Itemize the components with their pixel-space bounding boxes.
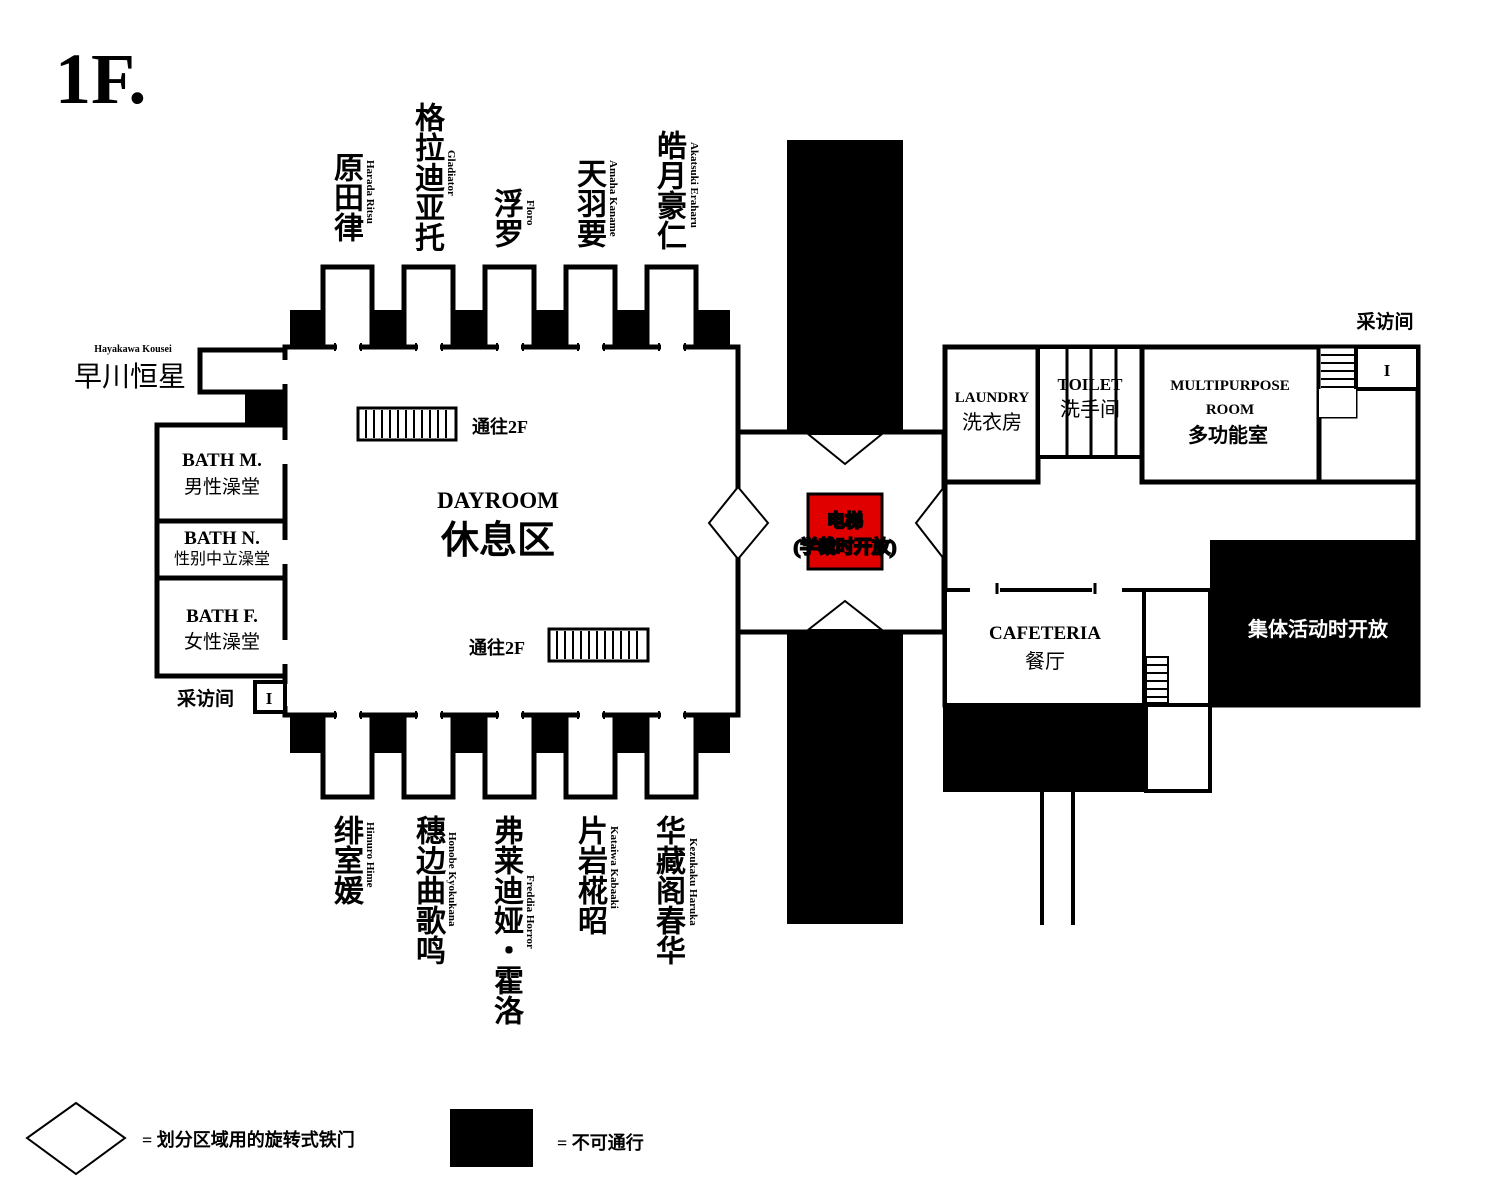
- bath-m-cn: 男性澡堂: [184, 476, 260, 498]
- bath-m-room: [154, 422, 288, 524]
- interview-right-mark: I: [1384, 361, 1391, 380]
- bath-m-en: BATH M.: [182, 450, 262, 471]
- stairs-bottom: [547, 627, 650, 663]
- room-hayakawa: [197, 347, 288, 395]
- room-bottom-2-name: 穗边曲歌鸣: [411, 815, 444, 965]
- gate-north: [805, 433, 885, 466]
- bath-n-en: BATH N.: [184, 528, 260, 549]
- legend-gate-icon: [25, 1101, 127, 1176]
- gate-west: [707, 485, 770, 561]
- stairs-top: [356, 406, 458, 442]
- hayakawa-romaji: Hayakawa Kousei: [94, 344, 172, 355]
- room-top-3-romaji: Floro: [524, 200, 536, 226]
- room-top-5-name: 皓月豪仁: [652, 130, 685, 250]
- interview-room-left: [253, 680, 287, 714]
- cafeteria-en: CAFETERIA: [989, 623, 1101, 644]
- door-marks: [334, 343, 686, 719]
- blocked-strip-bottom: [290, 715, 730, 753]
- toilet-cn: 洗手间: [1060, 398, 1120, 421]
- bath-f-en: BATH F.: [186, 606, 258, 627]
- legend-gate-label: = 划分区域用的旋转式铁门: [142, 1129, 355, 1150]
- blocked-strip-top: [290, 310, 730, 347]
- exit-lines: [1040, 792, 1075, 925]
- room-top-4-name: 天羽要: [572, 158, 605, 248]
- cafeteria-cn: 餐厅: [1025, 650, 1065, 673]
- room-bottom-5-romaji: Kezukaku Haruka: [687, 838, 699, 926]
- bedrooms-top: [320, 264, 699, 350]
- legend-blocked-label: = 不可通行: [557, 1132, 644, 1153]
- interview-room-right: [1354, 345, 1420, 391]
- blocked-corridor-south: [787, 632, 903, 924]
- room-top-1-romaji: Harada Ritsu: [364, 160, 376, 224]
- room-top-2-romaji: Gladiator: [445, 150, 457, 196]
- gate-south: [805, 599, 885, 631]
- bath-f-cn: 女性澡堂: [184, 631, 260, 653]
- interview-right-label: 采访间: [1356, 310, 1413, 333]
- dayroom-label-en: DAYROOM: [437, 488, 559, 513]
- room-bottom-1-romaji: Himuro Hime: [364, 822, 376, 888]
- room-top-1-name: 原田律: [329, 152, 362, 242]
- room-top-5-romaji: Akatsuki Eraharu: [688, 142, 700, 228]
- interview-left-mark: I: [266, 689, 273, 708]
- toilet-en: TOILET: [1058, 375, 1124, 394]
- legend-blocked-icon: [450, 1109, 533, 1167]
- room-bottom-3-romaji: Freddia Horror: [524, 875, 536, 949]
- laundry-en: LAUNDRY: [955, 390, 1030, 406]
- room-bottom-5-name: 华藏阁春华: [651, 815, 684, 965]
- room-top-3-name: 浮罗: [489, 188, 522, 248]
- toilet-stalls: [1065, 347, 1118, 457]
- group-activity-label: 集体活动时开放: [1247, 617, 1389, 641]
- room-bottom-2-romaji: Honobe Kyokukana: [446, 832, 458, 927]
- south-room: [1144, 703, 1212, 793]
- room-bottom-3-name: 弗莱迪娅・霍洛: [489, 815, 522, 1025]
- room-top-2-name: 格拉迪亚托: [410, 102, 443, 252]
- blocked-south-east: [943, 704, 1146, 792]
- laundry-cn: 洗衣房: [962, 411, 1022, 434]
- blocked-corridor-north: [787, 140, 903, 432]
- multipurpose-en1: MULTIPURPOSE: [1170, 378, 1289, 394]
- elevator: [806, 492, 884, 571]
- room-bottom-4-name: 片岩椛昭: [573, 815, 606, 935]
- east-door-marks: [975, 456, 1260, 483]
- bath-n-room: [154, 518, 288, 581]
- room-bottom-4-romaji: Kataiwa Kabaaki: [608, 826, 620, 909]
- blocked-strip-left: [245, 394, 285, 424]
- stairs-bottom-label: 通往2F: [469, 637, 525, 658]
- elevator-label: 电梯: [827, 511, 863, 531]
- cafeteria: [943, 588, 1146, 707]
- room-top-4-romaji: Amaha Kaname: [607, 160, 619, 237]
- bath-f-room: [154, 575, 288, 679]
- bath-n-cn: 性别中立澡堂: [174, 550, 270, 568]
- stairs-top-label: 通往2F: [472, 416, 528, 437]
- room-bottom-1-name: 绯室媛: [329, 815, 362, 905]
- floor-title: 1F.: [55, 39, 146, 119]
- elevator-note: (学裁时开放): [794, 537, 896, 558]
- multipurpose-cn: 多功能室: [1188, 423, 1268, 447]
- hayakawa-name: 早川恒星: [74, 361, 186, 393]
- dayroom-label-cn: 休息区: [440, 520, 555, 562]
- bedroom-doors: [337, 343, 683, 719]
- group-activity-area: [1210, 540, 1420, 707]
- multipurpose-en2: ROOM: [1206, 402, 1254, 418]
- interview-left-label: 采访间: [177, 687, 234, 710]
